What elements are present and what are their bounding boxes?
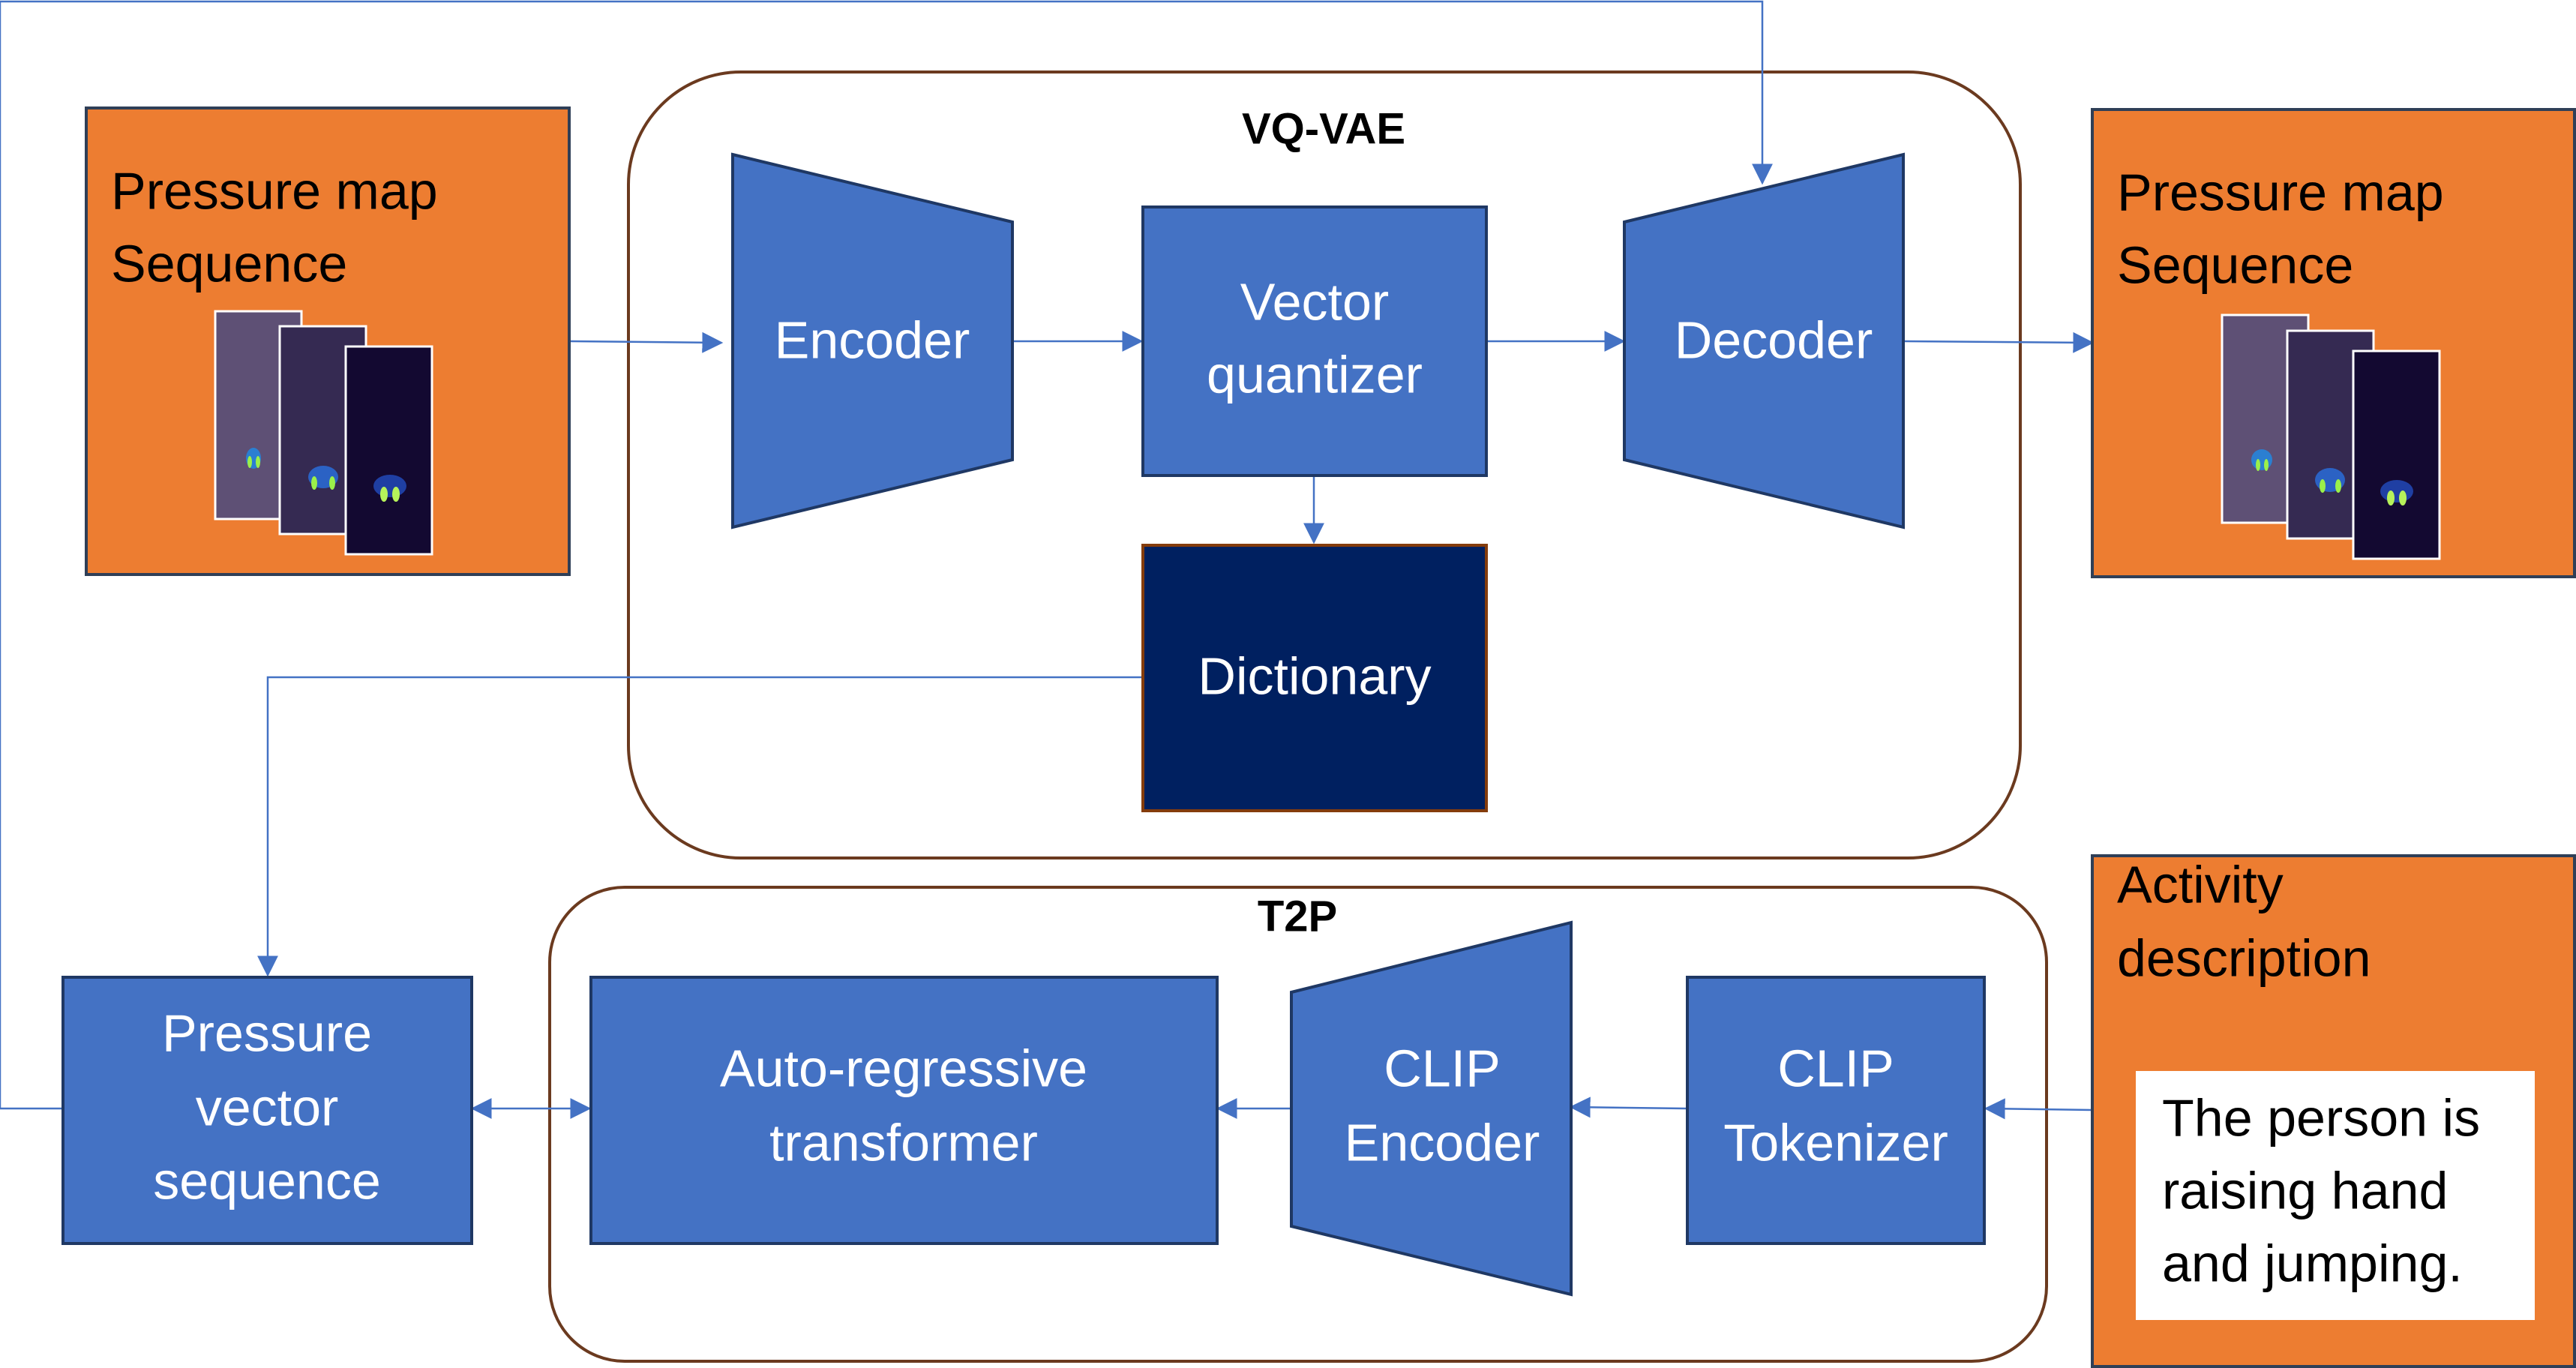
clip-encoder-block: CLIP Encoder: [1290, 920, 1573, 1297]
dictionary-label: Dictionary: [1198, 646, 1431, 705]
pressure-vector-label-line3: sequence: [153, 1151, 381, 1210]
t2p-title: T2P: [1258, 892, 1337, 940]
pressure-blob: [2264, 459, 2269, 471]
clip-encoder-label-line2: Encoder: [1345, 1113, 1540, 1172]
vector-quantizer-block: Vector quantizer: [1141, 206, 1488, 477]
output-panel-title-line1: Pressure map: [2117, 163, 2444, 221]
decoder-to-output-arrow: [1904, 332, 2095, 353]
skip-connection-arrow: [0, 0, 1773, 1110]
output-pressure-map-panel: Pressure map Sequence: [2091, 108, 2576, 578]
pressure-blob: [311, 476, 317, 490]
decoder-shape: [1623, 152, 1905, 530]
activity-to-clip-tokenizer-arrow: [1984, 1098, 2093, 1120]
transformer-shape: [589, 976, 1219, 1245]
pressure-blob: [2399, 490, 2407, 506]
pressure-blob: [2380, 480, 2413, 502]
dictionary-shape: [1141, 544, 1488, 812]
decoder-label: Decoder: [1675, 310, 1873, 369]
activity-panel-title-line2: description: [2117, 928, 2371, 987]
clip-tokenizer-block: CLIP Tokenizer: [1686, 976, 1986, 1245]
pressure-blob: [2387, 490, 2395, 506]
encoder-label: Encoder: [775, 310, 970, 369]
vector-quantizer-label-line2: quantizer: [1207, 345, 1423, 404]
pressure-blob: [2256, 459, 2260, 471]
pressure-blob: [2251, 449, 2272, 470]
encoder-block: Encoder: [731, 152, 1014, 530]
activity-panel-title-line1: Activity: [2117, 855, 2284, 914]
pressure-blob: [2335, 479, 2341, 493]
output-panel-title-line2: Sequence: [2117, 236, 2353, 294]
decoder-block: Decoder: [1623, 152, 1905, 530]
input-pressure-frames: [214, 310, 433, 556]
vector-quantizer-label-line1: Vector: [1240, 272, 1389, 331]
pressure-blob: [392, 487, 400, 502]
pressure-frame: [344, 345, 433, 556]
input-panel-title-line2: Sequence: [111, 234, 347, 292]
dictionary-block: Dictionary: [1141, 544, 1488, 812]
pressure-blob: [2320, 479, 2326, 493]
pressure-blob: [256, 456, 260, 468]
transformer-label-line2: transformer: [769, 1113, 1038, 1172]
pressure-vector-label-line2: vector: [196, 1078, 339, 1136]
clip-encoder-shape: [1290, 920, 1573, 1297]
pressure-frame: [2352, 350, 2441, 560]
activity-example-line2: raising hand: [2162, 1161, 2448, 1220]
t2p-group: [548, 886, 2048, 1363]
transformer-label-line1: Auto-regressive: [720, 1039, 1087, 1097]
encoder-shape: [731, 152, 1014, 530]
pressure-vector-sequence-block: Pressure vector sequence: [61, 976, 473, 1245]
pressure-blob: [373, 475, 406, 497]
clip-tokenizer-label-line2: Tokenizer: [1723, 1113, 1948, 1172]
activity-example-box: [2136, 1071, 2535, 1320]
activity-example-line1: The person is: [2162, 1088, 2480, 1147]
vector-quantizer-shape: [1141, 206, 1488, 477]
input-pressure-map-panel: Pressure map Sequence: [85, 106, 571, 576]
pressure-blob: [380, 487, 388, 502]
activity-example-line3: and jumping.: [2162, 1234, 2463, 1292]
dictionary-to-pressure-vector-arrow: [257, 676, 1141, 977]
vqvae-title: VQ-VAE: [1242, 104, 1405, 153]
pressure-vector-label-line1: Pressure: [162, 1004, 372, 1062]
clip-encoder-label-line1: CLIP: [1384, 1039, 1501, 1097]
output-pressure-frames: [2221, 314, 2441, 560]
clip-tokenizer-to-clip-encoder-arrow: [1569, 1096, 1687, 1118]
clip-tokenizer-label-line1: CLIP: [1777, 1039, 1894, 1097]
auto-regressive-transformer-block: Auto-regressive transformer: [589, 976, 1219, 1245]
pressure-blob: [329, 476, 335, 490]
vqvae-group: [627, 70, 2022, 860]
activity-description-panel: Activity description The person is raisi…: [2091, 854, 2576, 1368]
input-panel-title-line1: Pressure map: [111, 161, 438, 220]
pressure-blob: [247, 456, 252, 468]
pressure-vector-sequence-shape: [61, 976, 473, 1245]
input-to-encoder-arrow: [569, 332, 724, 353]
clip-tokenizer-shape: [1686, 976, 1986, 1245]
